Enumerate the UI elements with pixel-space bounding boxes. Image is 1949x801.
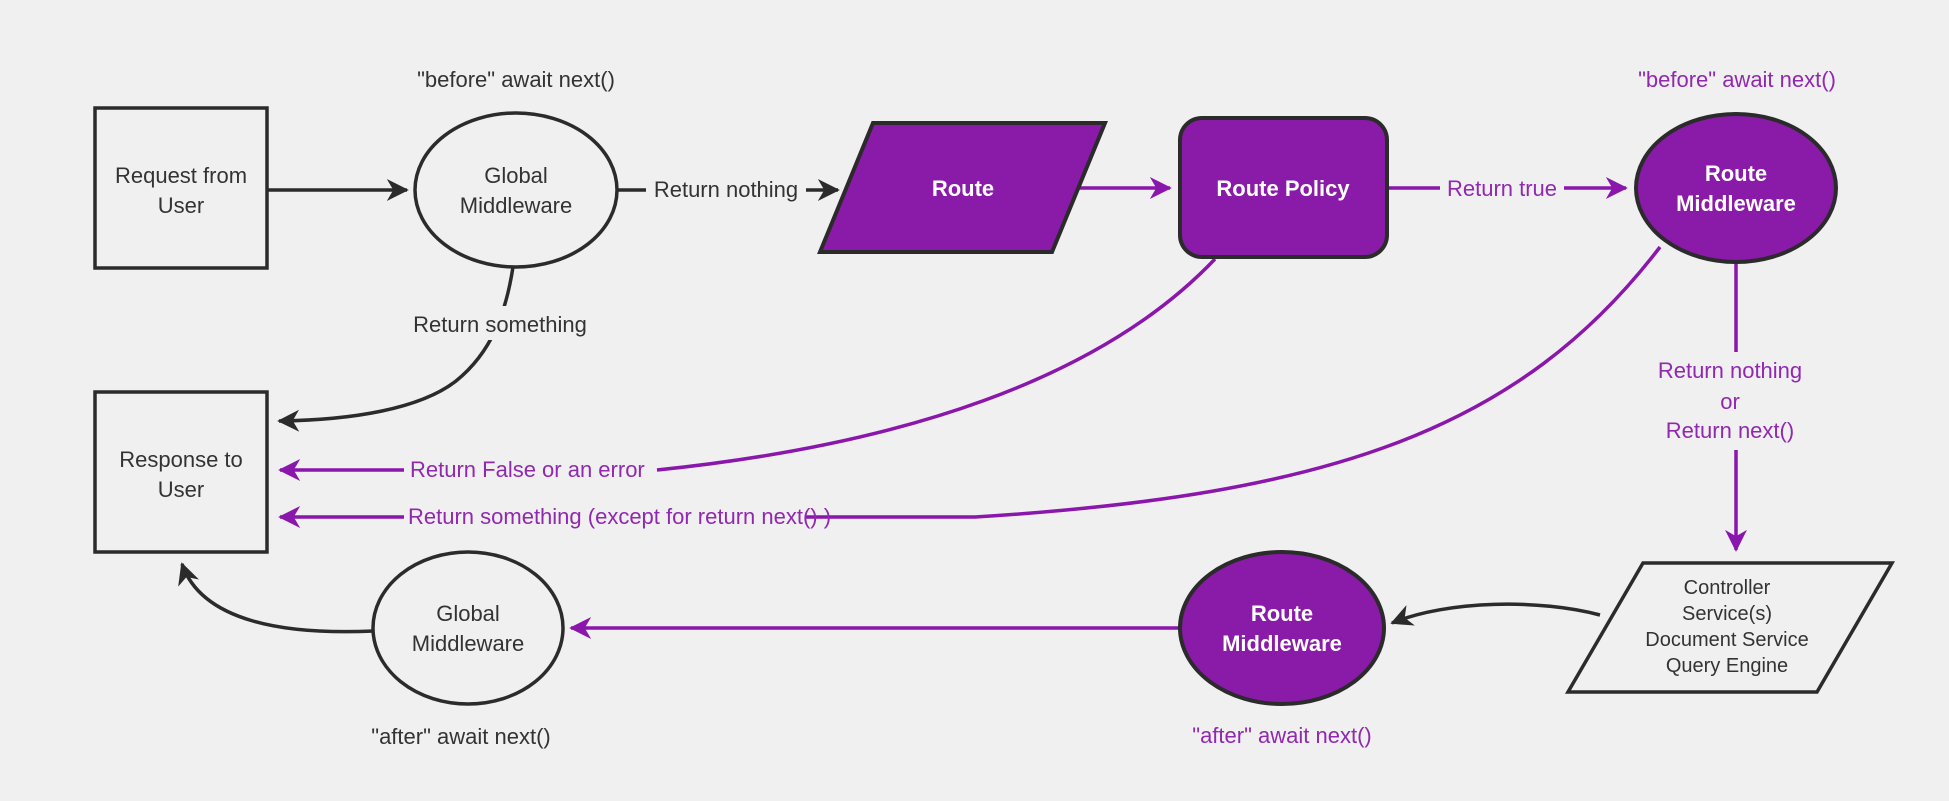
global-middleware-bottom-label-line2: Middleware: [412, 631, 525, 656]
label-mask: [1632, 352, 1828, 450]
response-label-line1: Response to: [119, 447, 243, 472]
edge-global-middleware-return-something: [277, 266, 515, 432]
response-label-line2: User: [158, 477, 204, 502]
route-middleware-bottom-label-line1: Route: [1251, 601, 1313, 626]
node-global-middleware-top: Global Middleware: [413, 111, 619, 269]
controller-label-line4: Query Engine: [1666, 655, 1788, 677]
route-middleware-top-ellipse: [1634, 112, 1838, 264]
label-return-vert-line1: Return nothing: [1658, 358, 1802, 383]
global-middleware-bottom-ellipse: [371, 550, 565, 706]
request-label-line2: User: [158, 193, 204, 218]
label-return-vert-line2: or: [1720, 389, 1740, 414]
label-return-something-except: Return something (except for return next…: [408, 504, 831, 529]
route-policy-label: Route Policy: [1216, 176, 1350, 201]
node-controller: Controller Service(s) Document Service Q…: [1564, 561, 1896, 694]
label-before-await-top: "before" await next(): [417, 67, 615, 92]
controller-label-line2: Service(s): [1682, 603, 1772, 625]
node-response: Response to User: [93, 390, 269, 554]
edge-route-middleware-return-something-curve: [805, 245, 1662, 519]
route-policy-box: [1178, 116, 1389, 259]
label-after-await-bottom: "after" await next(): [1192, 723, 1371, 748]
label-return-nothing: Return nothing: [654, 177, 798, 202]
edge-global-middleware-bottom-to-response: [178, 562, 375, 634]
label-return-true: Return true: [1447, 176, 1557, 201]
label-before-await-right: "before" await next(): [1638, 67, 1836, 92]
edge-route-policy-return-false-curve: [656, 257, 1217, 472]
label-mask: [408, 452, 652, 486]
node-route: Route: [817, 121, 1108, 254]
node-request: Request from User: [93, 106, 269, 270]
global-middleware-top-label-line1: Global: [484, 163, 548, 188]
request-box: [93, 106, 269, 270]
node-global-middleware-bottom: Global Middleware: [371, 550, 565, 706]
label-after-await-left: "after" await next(): [371, 724, 550, 749]
edge-controller-to-route-middleware-bottom: [1390, 602, 1601, 626]
route-label: Route: [932, 176, 994, 201]
label-return-something: Return something: [413, 312, 587, 337]
node-route-middleware-bottom: Route Middleware: [1178, 550, 1386, 706]
label-mask: [406, 306, 592, 340]
node-route-policy: Route Policy: [1178, 116, 1389, 259]
label-mask: [406, 500, 800, 534]
response-box: [93, 390, 269, 554]
route-middleware-top-label-line1: Route: [1705, 161, 1767, 186]
global-middleware-bottom-label-line1: Global: [436, 601, 500, 626]
route-middleware-bottom-label-line2: Middleware: [1222, 631, 1342, 656]
route-middleware-bottom-ellipse: [1178, 550, 1386, 706]
label-mask: [1440, 171, 1564, 205]
controller-label-line1: Controller: [1684, 577, 1771, 599]
label-return-vert-line3: Return next(): [1666, 418, 1794, 443]
route-middleware-top-label-line2: Middleware: [1676, 191, 1796, 216]
edge-labels: "before" await next() "before" await nex…: [371, 67, 1836, 749]
controller-label-line3: Document Service: [1645, 629, 1808, 651]
node-route-middleware-top: Route Middleware: [1634, 112, 1838, 264]
global-middleware-top-label-line2: Middleware: [460, 193, 573, 218]
label-mask: [646, 171, 806, 205]
global-middleware-top-ellipse: [413, 111, 619, 269]
request-label-line1: Request from: [115, 163, 247, 188]
controller-parallelogram: [1564, 561, 1896, 694]
route-parallelogram: [817, 121, 1108, 254]
label-return-false: Return False or an error: [410, 457, 645, 482]
